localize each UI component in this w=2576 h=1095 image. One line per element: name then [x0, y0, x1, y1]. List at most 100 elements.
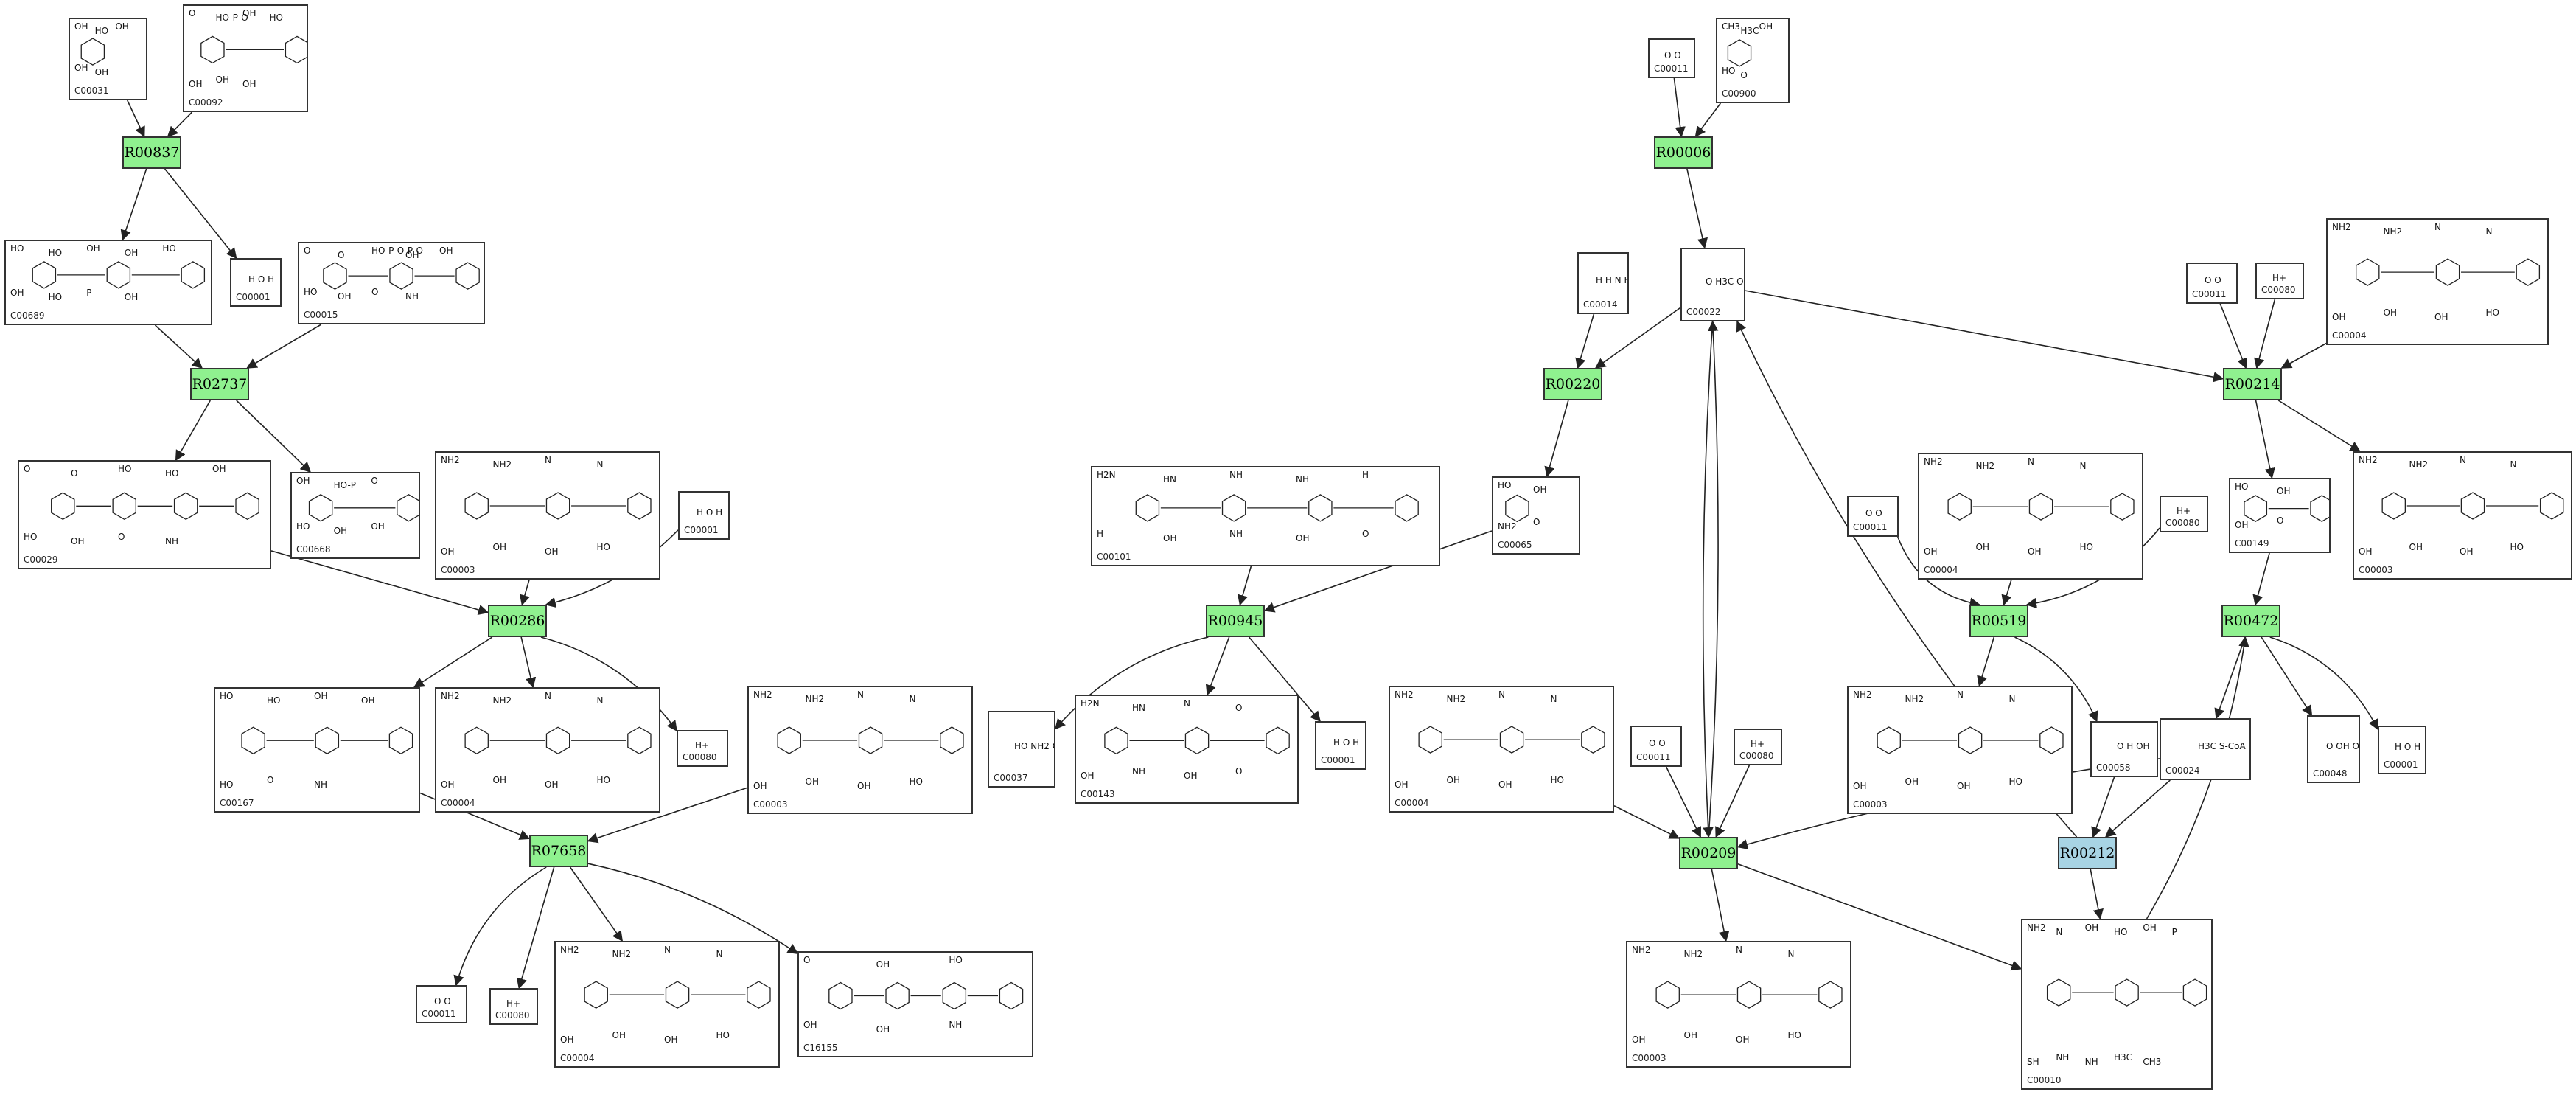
atom-label: HO	[1551, 775, 1564, 785]
edge-R00006-C00022	[1686, 168, 1708, 249]
atom-label: O	[24, 464, 30, 474]
compound-id: C00080	[683, 752, 717, 762]
atom-label: N	[545, 455, 551, 465]
compound-C00080[interactable]: H+C00080	[489, 988, 538, 1025]
compound-C00037[interactable]: HO NH2 OC00037	[988, 711, 1055, 788]
edge-R00945-C00143	[1205, 636, 1230, 696]
atom-label: HO NH2 O	[1014, 741, 1054, 751]
reaction-R00945[interactable]: R00945	[1206, 605, 1265, 637]
atom-label: HO-P-O	[216, 13, 248, 23]
atom-label: NH2	[753, 689, 772, 700]
atom-label: OH	[125, 248, 138, 258]
compound-C00022[interactable]: O H3C OHC00022	[1680, 248, 1745, 321]
atom-label: NH2	[2384, 226, 2403, 237]
atom-label: HO	[949, 955, 962, 965]
reaction-R00006[interactable]: R00006	[1654, 136, 1713, 169]
structure-drawing: H+	[2177, 506, 2191, 516]
atom-label: HO	[304, 287, 317, 297]
compound-C00080[interactable]: H+C00080	[1734, 729, 1782, 765]
edge-R00286-C00080	[540, 636, 677, 732]
reaction-R00209[interactable]: R00209	[1679, 837, 1738, 869]
compound-id: C00003	[753, 799, 788, 810]
reaction-R00214[interactable]: R00214	[2223, 368, 2282, 400]
atom-label: N	[1957, 689, 1964, 700]
atom-label: O	[1740, 70, 1747, 80]
reaction-R00286[interactable]: R00286	[488, 605, 547, 637]
compound-id: C00001	[236, 292, 270, 302]
atom-label: OH	[2028, 546, 2041, 557]
atom-label: OH	[1853, 781, 1866, 791]
compound-C00080[interactable]: H+C00080	[677, 730, 728, 767]
edge-R07658-C16155	[587, 863, 799, 955]
atom-label: NH2	[1905, 694, 1924, 704]
reaction-R00519[interactable]: R00519	[1969, 605, 2028, 637]
compound-id: C00689	[10, 310, 45, 321]
atom-label: N	[716, 949, 723, 959]
atom-label: HO	[2235, 482, 2248, 492]
atom-label: N	[2009, 694, 2016, 704]
atom-label: HO	[118, 464, 131, 474]
compound-C00024[interactable]: H3C S-CoA OC00024	[2160, 718, 2251, 780]
compound-id: C00004	[441, 798, 475, 808]
atom-label: HN	[1132, 703, 1145, 713]
reaction-R00472[interactable]: R00472	[2221, 605, 2280, 637]
reaction-R02737[interactable]: R02737	[190, 368, 249, 400]
atom-label: OH	[71, 536, 84, 546]
structure-drawing: H+	[506, 998, 520, 1009]
atom-label: OH	[806, 776, 819, 787]
atom-label: HO	[165, 468, 178, 479]
edge-C00080-R00209	[1715, 765, 1751, 838]
atom-label: OH	[371, 521, 384, 532]
atom-label: OH	[441, 546, 454, 557]
atom-label: NH	[2056, 1052, 2069, 1063]
atom-label: NH2	[1976, 461, 1995, 471]
reaction-R00220[interactable]: R00220	[1543, 368, 1602, 400]
compound-C00080[interactable]: H+C00080	[2255, 263, 2304, 299]
reaction-R00212[interactable]: R00212	[2058, 837, 2117, 869]
atom-label: O OH O	[2326, 741, 2359, 751]
reaction-R00837[interactable]: R00837	[122, 136, 181, 169]
reaction-R07658[interactable]: R07658	[529, 835, 588, 867]
edge-R00286-C00167	[413, 636, 493, 688]
compound-C00080[interactable]: H+C00080	[2160, 496, 2208, 532]
atom-label: O	[371, 476, 377, 486]
atom-label: HO	[10, 243, 24, 254]
atom-label: HO	[1498, 480, 1511, 490]
